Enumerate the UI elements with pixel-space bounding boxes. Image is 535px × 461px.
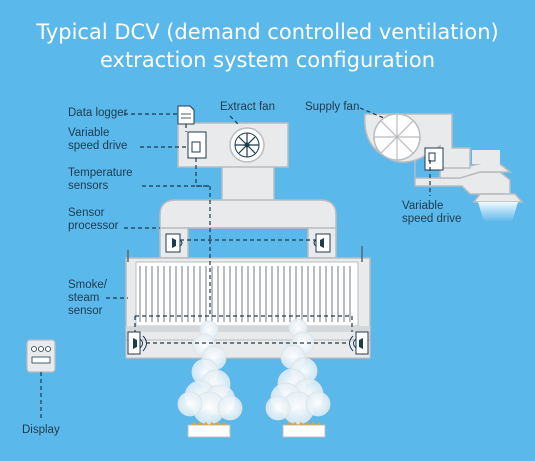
extract-duct <box>159 165 337 259</box>
label-sensor-processor: Sensor processor <box>68 207 158 233</box>
flame <box>222 422 226 425</box>
extraction-canopy <box>125 257 371 359</box>
label-vsd-line-2: speed drive <box>68 140 128 152</box>
label-supply-vsd-line-2: speed drive <box>402 213 462 225</box>
data-logger-device <box>177 105 195 125</box>
label-smoke-line-1: Smoke/ <box>68 279 107 291</box>
label-temperature-line-2: sensors <box>68 180 109 192</box>
flame <box>204 422 208 425</box>
flame <box>210 422 214 425</box>
label-temperature-sensors: Temperature sensors <box>68 167 158 193</box>
steam-puff <box>177 391 203 417</box>
smoke-sensor-right-icon <box>349 331 369 355</box>
title-line-2: extraction system configuration <box>99 48 436 72</box>
flame <box>192 422 196 425</box>
temperature-sensor-right-icon <box>313 233 331 253</box>
flame <box>299 422 303 425</box>
diagram-title: Typical DCV (demand controlled ventilati… <box>0 18 535 74</box>
steam-plumes <box>177 318 331 425</box>
label-sensor-processor-line-1: Sensor <box>68 207 105 219</box>
display-device <box>26 339 56 373</box>
extract-fan <box>177 122 289 168</box>
burner-right <box>282 422 326 438</box>
burner-left <box>187 422 231 438</box>
flame <box>293 422 297 425</box>
smoke-sensor-left-icon <box>127 331 147 355</box>
label-data-logger: Data logger <box>68 107 128 119</box>
supply-fan <box>364 113 471 171</box>
label-vsd-line-1: Variable <box>68 127 110 139</box>
flame <box>216 422 220 425</box>
hood-pegs <box>127 246 363 262</box>
label-smoke-steam-sensor: Smoke/ steam sensor <box>68 279 158 318</box>
label-supply-variable-speed-drive: Variable speed drive <box>402 200 492 226</box>
steam-puff <box>305 391 331 417</box>
flame <box>287 422 291 425</box>
temperature-sensor-left-icon <box>165 233 183 253</box>
label-variable-speed-drive: Variable speed drive <box>68 127 158 153</box>
flame <box>305 422 309 425</box>
label-temperature-line-1: Temperature <box>68 167 133 179</box>
label-extract-fan: Extract fan <box>220 101 275 113</box>
label-sensor-processor-line-2: processor <box>68 220 119 232</box>
flame <box>317 422 321 425</box>
steam-puff <box>217 395 243 421</box>
label-smoke-line-2: steam <box>68 292 100 304</box>
steam-puff <box>265 395 291 421</box>
flame <box>198 422 202 425</box>
label-display: Display <box>22 424 60 436</box>
signal-lines <box>40 107 431 420</box>
supply-duct <box>414 148 513 195</box>
flame <box>311 422 315 425</box>
supply-diffuser <box>472 193 524 222</box>
label-supply-fan: Supply fan <box>305 101 360 113</box>
title-line-1: Typical DCV (demand controlled ventilati… <box>36 20 499 44</box>
label-smoke-line-3: sensor <box>68 305 103 317</box>
label-supply-vsd-line-1: Variable <box>402 200 444 212</box>
